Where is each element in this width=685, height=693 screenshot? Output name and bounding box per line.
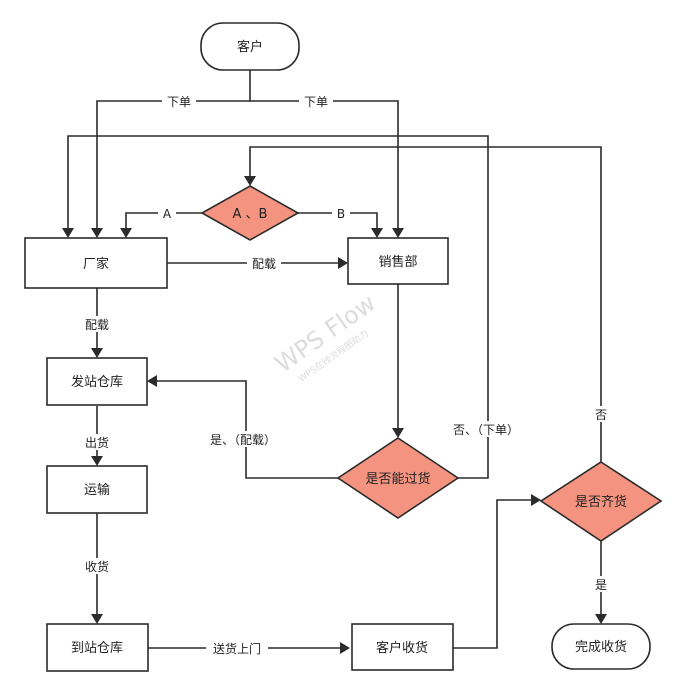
node-origin-warehouse[interactable]: 发站仓库 bbox=[46, 357, 148, 406]
node-finish[interactable]: 完成收货 bbox=[551, 623, 651, 670]
edge-label-complete-no: 否 bbox=[595, 408, 607, 422]
edge-pass-no bbox=[62, 135, 489, 479]
node-transport[interactable]: 运输 bbox=[46, 465, 148, 514]
node-customer-label: 客户 bbox=[237, 39, 263, 55]
edge-label-bg bbox=[79, 434, 115, 450]
edge-label-bg bbox=[247, 255, 281, 271]
node-goods-complete[interactable]: 是否齐货 bbox=[539, 461, 663, 542]
edge-label-complete-yes: 是 bbox=[595, 578, 607, 592]
edge-label-pass-no: 否、（下单） bbox=[453, 423, 519, 437]
node-goods-complete-label: 是否齐货 bbox=[575, 494, 627, 510]
node-pass-goods[interactable]: 是否能过货 bbox=[336, 437, 460, 519]
edge-label-order-left: 下单 bbox=[167, 95, 191, 109]
edge-a bbox=[120, 212, 203, 238]
edge-label-bg bbox=[206, 640, 268, 656]
edge-label-bg bbox=[158, 206, 176, 221]
edge-complete-no bbox=[244, 146, 602, 462]
edge-label-bg bbox=[592, 576, 610, 592]
edge-label-bg bbox=[200, 431, 286, 447]
edge-b bbox=[297, 212, 383, 238]
edge-pass-yes bbox=[147, 375, 338, 479]
watermark: WPS Flow WPS在线流程图助力 bbox=[270, 289, 381, 385]
node-customer-receive-label: 客户收货 bbox=[376, 640, 428, 656]
node-sales-label: 销售部 bbox=[378, 254, 417, 270]
edge-label-a: A bbox=[163, 207, 172, 221]
node-finish-label: 完成收货 bbox=[575, 639, 627, 655]
node-decision-ab[interactable]: A 、B bbox=[200, 185, 300, 241]
edge-label-load-to-sales: 配载 bbox=[252, 257, 276, 271]
node-transport-label: 运输 bbox=[84, 482, 110, 498]
node-pass-goods-label: 是否能过货 bbox=[365, 471, 430, 487]
node-dest-warehouse-label: 到站仓库 bbox=[71, 640, 123, 656]
node-origin-warehouse-label: 发站仓库 bbox=[71, 374, 123, 390]
node-customer-receive[interactable]: 客户收货 bbox=[351, 623, 454, 671]
edge-label-bg bbox=[79, 558, 115, 574]
edge-label-receive: 收货 bbox=[85, 559, 109, 574]
node-customer[interactable]: 客户 bbox=[200, 22, 300, 71]
edge-label-order-right: 下单 bbox=[304, 95, 328, 109]
node-dest-warehouse[interactable]: 到站仓库 bbox=[46, 623, 149, 672]
node-decision-ab-label: A 、B bbox=[233, 207, 268, 222]
edge-label-bg bbox=[332, 206, 350, 221]
node-factory[interactable]: 厂家 bbox=[24, 237, 168, 289]
edge-sales-down bbox=[392, 284, 404, 438]
edge-label-load-down: 配载 bbox=[85, 318, 109, 332]
node-factory-label: 厂家 bbox=[83, 256, 109, 272]
edge-to-complete-check bbox=[453, 494, 541, 649]
edge-label-bg bbox=[162, 93, 196, 109]
node-sales[interactable]: 销售部 bbox=[347, 237, 449, 285]
edge-label-pass-yes: 是、（配载） bbox=[210, 433, 276, 447]
edge-label-ship-out: 出货 bbox=[85, 435, 109, 450]
edge-label-bg bbox=[299, 93, 333, 109]
edge-label-bg bbox=[592, 406, 610, 422]
edge-label-b: B bbox=[337, 207, 345, 221]
edge-label-bg bbox=[444, 421, 528, 437]
edge-label-deliver: 送货上门 bbox=[213, 641, 261, 656]
edge-label-bg bbox=[79, 316, 115, 332]
